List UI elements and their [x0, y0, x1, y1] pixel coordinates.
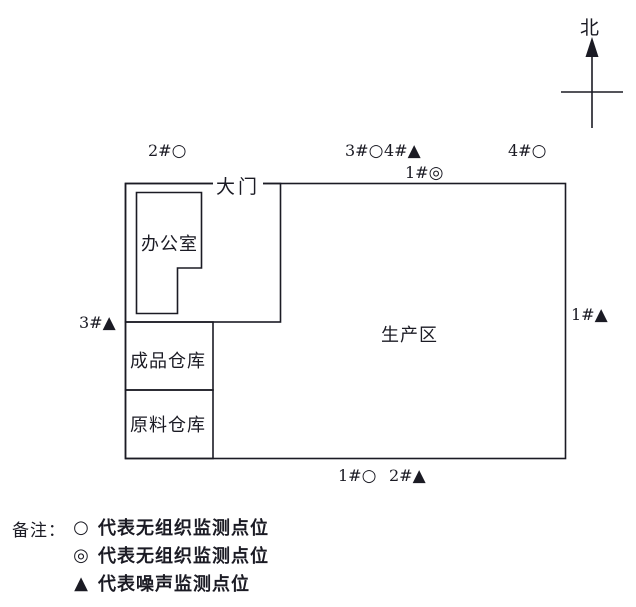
monitor-point-1-gate: 1#◎ [405, 163, 443, 183]
monitor-point-2-bottom: 2#▲ [389, 466, 426, 486]
triangle-icon: ▲ [407, 141, 421, 161]
monitor-point-4-top: 4#▲ [384, 141, 421, 161]
triangle-icon: ▲ [594, 305, 608, 325]
triangle-icon: ▲ [74, 572, 88, 594]
circle-icon: ○ [171, 141, 187, 161]
legend-item-noise-triangle: ▲ 代表噪声监测点位 [68, 570, 250, 596]
point-id: 3# [345, 141, 369, 160]
raw-warehouse-outline [124, 389, 214, 460]
point-id: 1# [571, 305, 595, 324]
point-id: 1# [405, 163, 429, 182]
monitor-point-2-top: 2#○ [148, 141, 186, 161]
triangle-icon: ▲ [102, 313, 116, 333]
point-id: 2# [148, 141, 172, 160]
point-id: 2# [389, 466, 413, 485]
office-outline [135, 191, 203, 315]
legend-item-unorganized-double-circle: ◎ 代表无组织监测点位 [68, 542, 269, 568]
double-circle-icon: ◎ [428, 163, 444, 183]
point-id: 4# [384, 141, 408, 160]
legend-title: 备注： [12, 521, 66, 541]
monitor-point-1-right: 1#▲ [571, 305, 608, 325]
legend-item-label: 代表无组织监测点位 [98, 518, 269, 539]
legend-item-label: 代表无组织监测点位 [98, 546, 269, 567]
legend-item-label: 代表噪声监测点位 [98, 574, 250, 595]
triangle-icon: ▲ [412, 466, 426, 486]
monitor-point-1-bottom: 1#○ [338, 466, 376, 486]
compass [561, 37, 623, 128]
monitor-point-3-left: 3#▲ [79, 313, 116, 333]
point-id: 3# [79, 313, 103, 332]
circle-icon: ○ [368, 141, 384, 161]
production-area-label: 生产区 [381, 325, 438, 346]
circle-icon: ○ [361, 466, 377, 486]
compass-arrowhead-icon [585, 37, 599, 57]
gate-label: 大门 [213, 172, 264, 199]
office-label: 办公室 [141, 234, 198, 255]
raw-warehouse-label: 原料仓库 [130, 415, 206, 436]
circle-icon: ○ [531, 141, 547, 161]
legend-item-unorganized-circle: ○ 代表无组织监测点位 [68, 514, 269, 540]
north-label: 北 [580, 17, 600, 39]
point-id: 4# [508, 141, 532, 160]
monitor-point-4-topright: 4#○ [508, 141, 546, 161]
monitor-point-3-top: 3#○ [345, 141, 383, 161]
double-circle-icon: ◎ [73, 544, 89, 566]
finished-warehouse-label: 成品仓库 [130, 351, 206, 372]
point-id: 1# [338, 466, 362, 485]
circle-icon: ○ [73, 516, 89, 538]
